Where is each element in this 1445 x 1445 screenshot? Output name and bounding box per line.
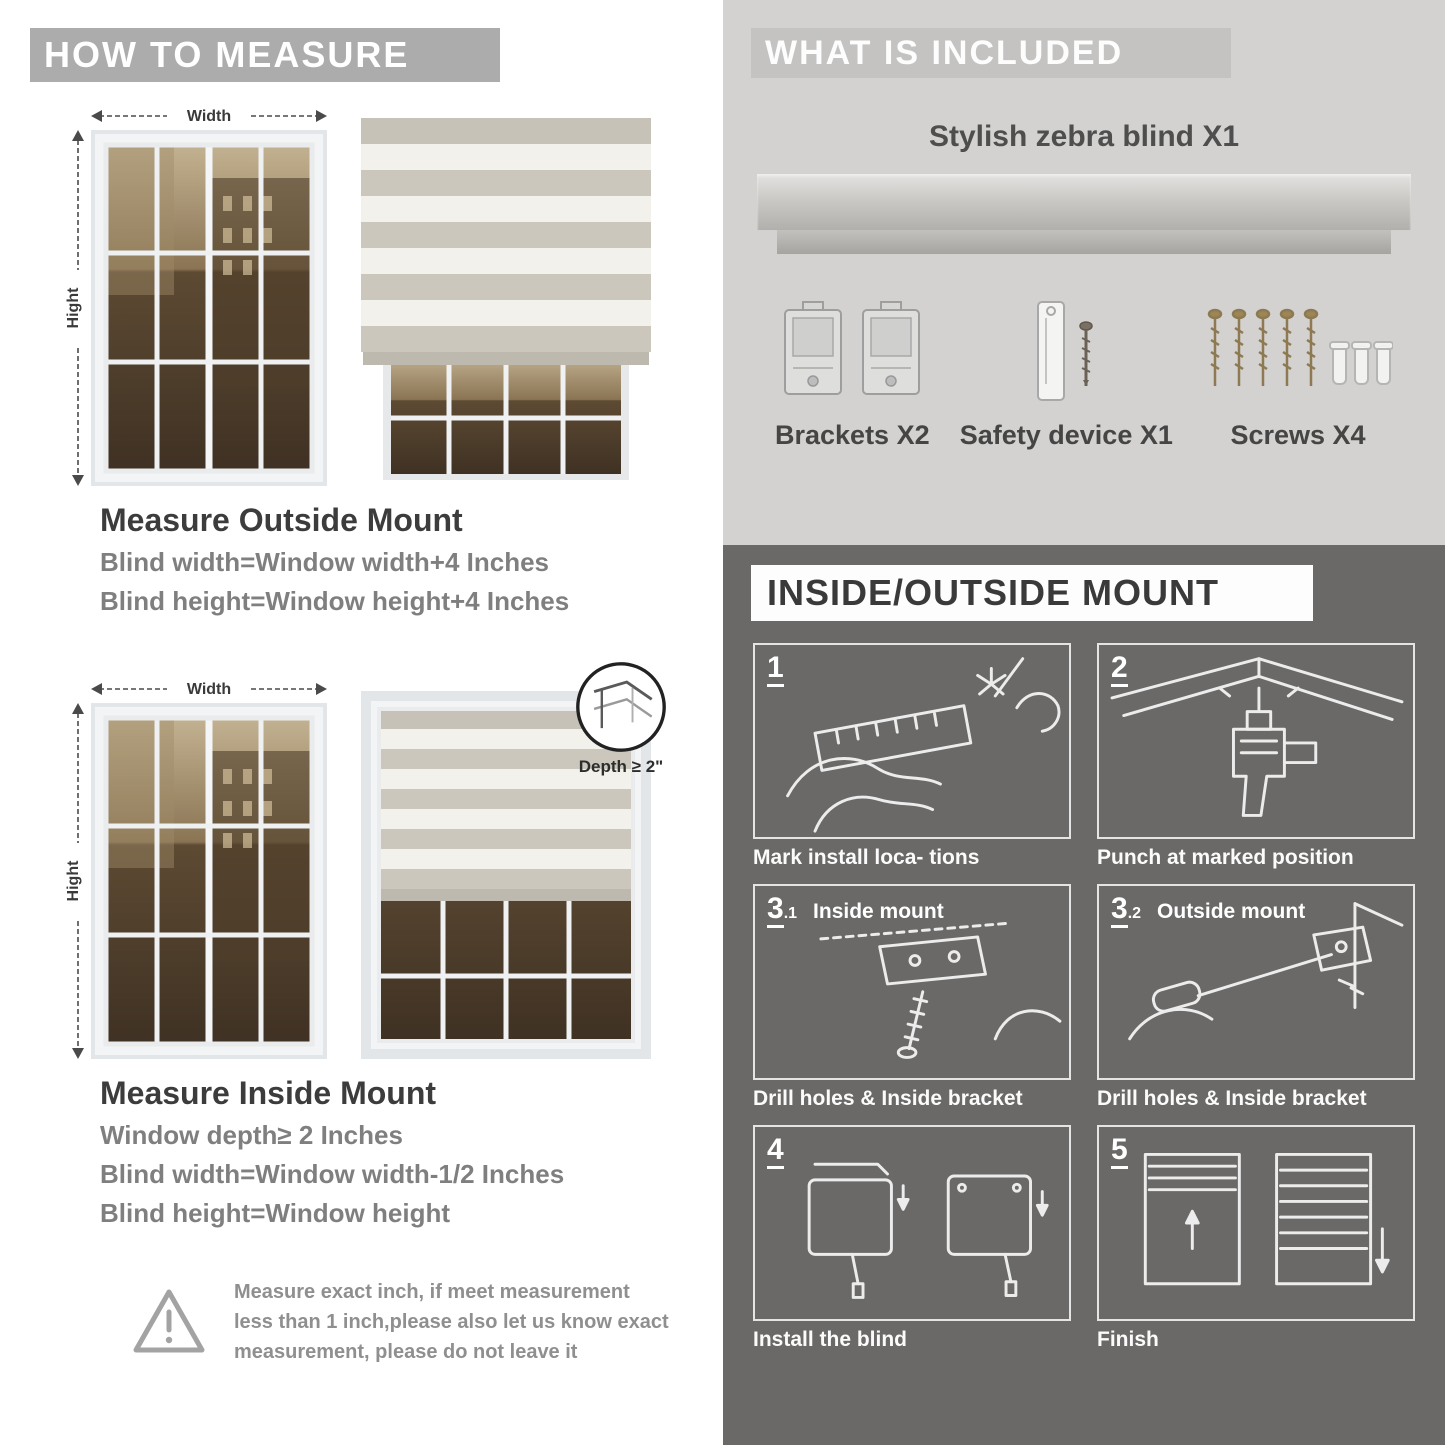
step-number: 3 (1111, 894, 1128, 928)
depth-label: Depth ≥ 2" (578, 757, 664, 776)
step-4: 4 (753, 1125, 1071, 1352)
safety-device-icon (960, 296, 1173, 408)
height-label: Hight (65, 860, 82, 902)
step-1-caption: Mark install loca- tions (753, 846, 980, 869)
screws-label: Screws X4 (1230, 420, 1366, 450)
step-number: 5 (1111, 1135, 1128, 1169)
depth-detail-circle-icon (576, 662, 666, 752)
included-item-safety-device: Safety device X1 (960, 296, 1173, 451)
what-is-included-section: WHAT IS INCLUDED Stylish zebra blind X1 (723, 0, 1445, 545)
headrail-bottom (777, 230, 1391, 254)
outside-mount-title: Measure Outside Mount (100, 502, 463, 538)
finish-icon (1143, 1152, 1390, 1286)
mount-steps-grid: 1 (753, 643, 1415, 1352)
window-illustration (91, 703, 327, 1059)
step-4-caption: Install the blind (753, 1328, 908, 1351)
height-arrow: Hight (65, 703, 84, 1059)
step-3-2-panel: 3 .2 Outside mount (1097, 884, 1415, 1080)
included-items: Brackets X2 Safety (775, 296, 1393, 451)
step-5-panel: 5 (1097, 1125, 1415, 1321)
screws-icon (1203, 296, 1393, 408)
step-5-caption: Finish (1097, 1328, 1159, 1351)
warning-icon (133, 1289, 205, 1353)
step-4-panel: 4 (753, 1125, 1071, 1321)
step-number: 2 (1111, 653, 1128, 687)
window-measure-outside: Width Hight (65, 100, 327, 486)
step-5: 5 (1097, 1125, 1415, 1352)
how-to-measure-header: HOW TO MEASURE (30, 28, 500, 82)
what-is-included-header: WHAT IS INCLUDED (751, 28, 1231, 78)
safety-device-label: Safety device X1 (959, 420, 1173, 450)
window-measure-inside: Width Hight (65, 673, 327, 1059)
step-2-panel: 2 (1097, 643, 1415, 839)
warning-text: Measure exact inch, if meet measurement … (234, 1281, 669, 1363)
how-to-measure-section: HOW TO MEASURE Width Hight (30, 28, 693, 1367)
brackets-label: Brackets X2 (775, 420, 930, 450)
step-1-panel: 1 (753, 643, 1071, 839)
measure-warning: Measure exact inch, if meet measurement … (130, 1277, 670, 1367)
width-arrow: Width (91, 681, 327, 698)
outside-bracket-icon (1128, 902, 1404, 1041)
window-illustration (91, 130, 327, 486)
zebra-blind-outside-illustration (361, 118, 651, 486)
step-number: 4 (767, 1135, 784, 1169)
included-item-screws: Screws X4 (1203, 296, 1393, 451)
headrail-illustration (757, 174, 1411, 254)
zebra-blind-inside-illustration: Depth ≥ 2" (361, 662, 666, 1059)
outside-mount-figures: Width Hight (65, 100, 693, 486)
step-3-1-caption: Drill holes & Inside bracket (753, 1087, 1023, 1110)
inside-mount-title: Measure Inside Mount (100, 1075, 437, 1111)
inside-mount-line2: Blind width=Window width-1/2 Inches (100, 1159, 565, 1189)
inside-mount-line1: Window depth≥ 2 Inches (100, 1120, 403, 1150)
inside-mount-line3: Blind height=Window height (100, 1198, 450, 1228)
inside-outside-mount-header: INSIDE/OUTSIDE MOUNT (751, 565, 1313, 621)
height-arrow: Hight (65, 130, 84, 486)
mark-location-icon (786, 657, 1061, 833)
width-label: Width (187, 108, 231, 125)
step-3-2: 3 .2 Outside mount (1097, 884, 1415, 1111)
drill-icon (1110, 657, 1404, 817)
blind-title: Stylish zebra blind X1 (928, 120, 1240, 153)
step-number: 1 (767, 653, 784, 687)
width-label: Width (187, 681, 231, 698)
step-3-1: 3 .1 Inside mount (753, 884, 1071, 1111)
width-arrow: Width (91, 108, 327, 125)
install-blind-icon (807, 1162, 1049, 1299)
outside-mount-line2: Blind height=Window height+4 Inches (100, 586, 570, 616)
step-3-1-panel: 3 .1 Inside mount (753, 884, 1071, 1080)
step-number: 3 (767, 894, 784, 928)
inside-outside-mount-section: INSIDE/OUTSIDE MOUNT 1 (723, 545, 1445, 1445)
depth-detail: Depth ≥ 2" (569, 659, 673, 777)
brackets-icon (775, 296, 930, 408)
included-item-brackets: Brackets X2 (775, 296, 930, 451)
height-label: Hight (65, 287, 82, 329)
right-column: WHAT IS INCLUDED Stylish zebra blind X1 (723, 0, 1445, 1445)
step-1: 1 (753, 643, 1071, 870)
step-3-2-caption: Drill holes & Inside bracket (1097, 1087, 1367, 1110)
outside-mount-line1: Blind width=Window width+4 Inches (100, 547, 549, 577)
inside-bracket-icon (819, 921, 1062, 1059)
step-2-caption: Punch at marked position (1097, 846, 1354, 869)
headrail-top (757, 174, 1411, 230)
inside-mount-figures: Width Hight (65, 662, 693, 1059)
step-2: 2 (1097, 643, 1415, 870)
